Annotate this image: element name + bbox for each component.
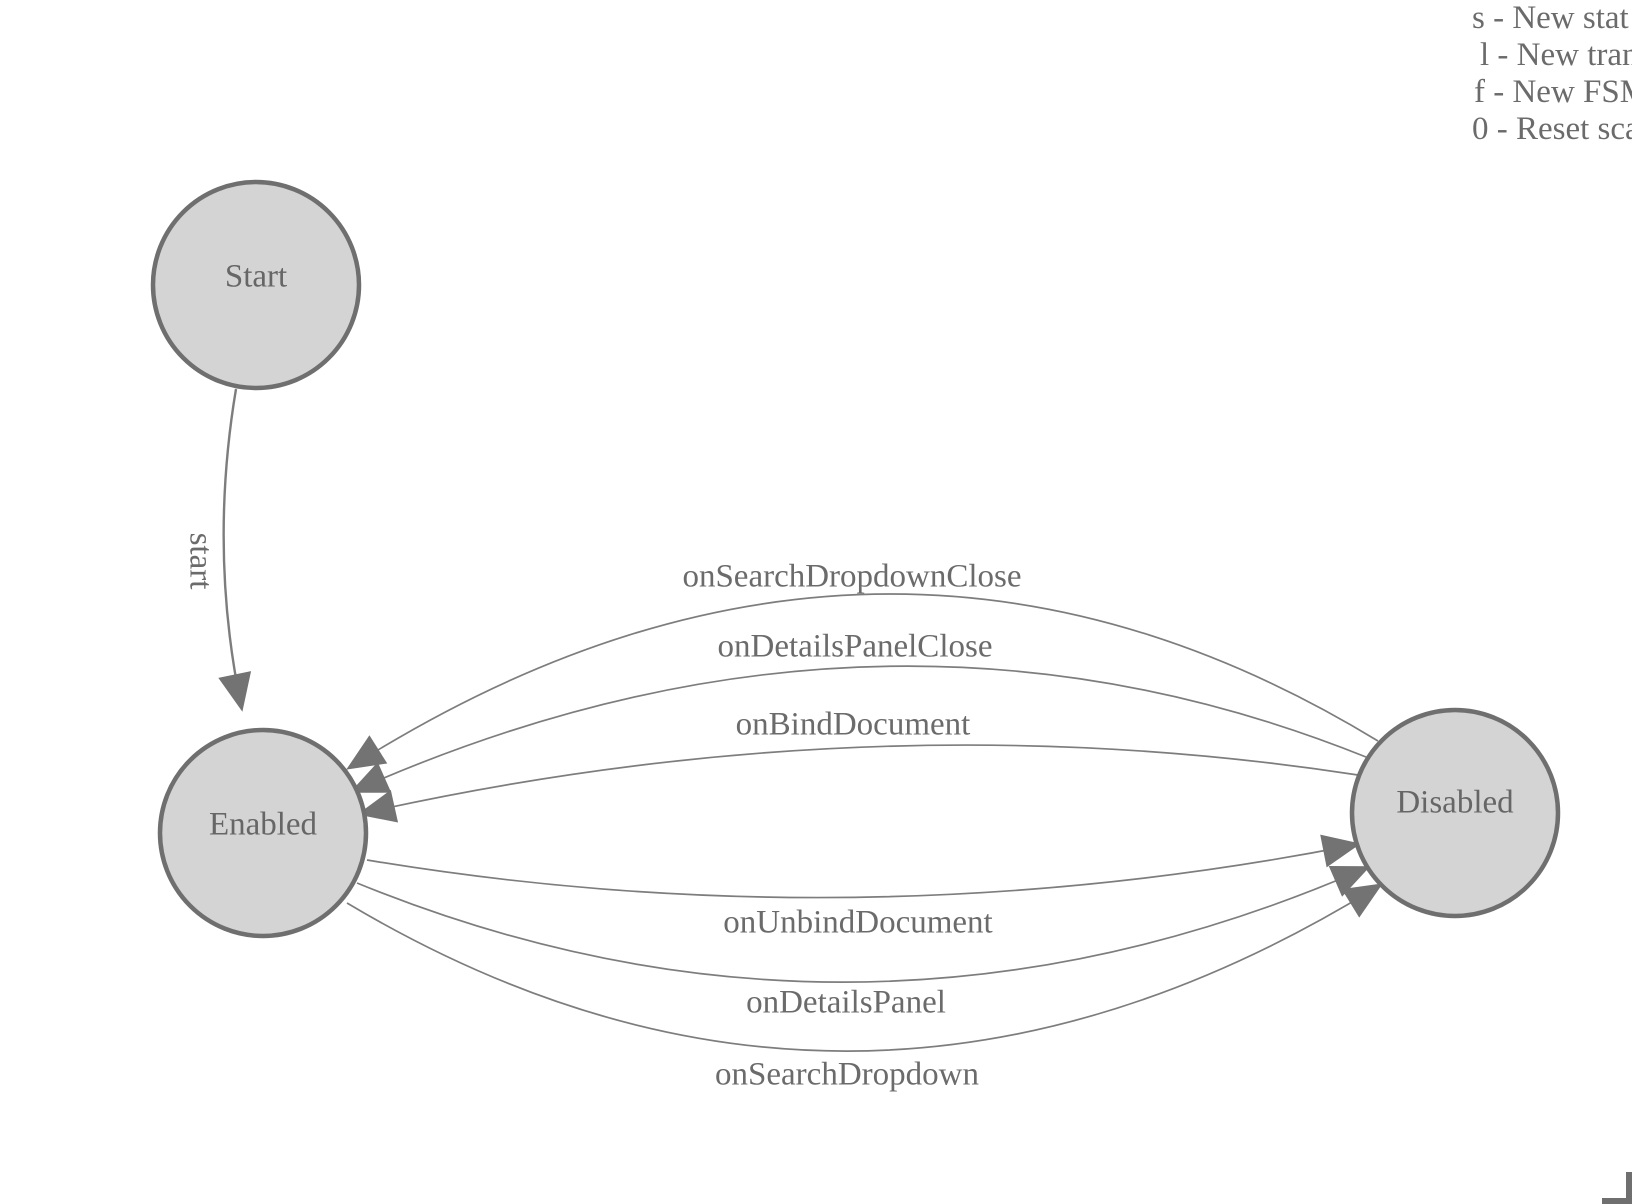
canvas-corner-bracket-vertical — [1626, 1172, 1632, 1204]
transition-edge-start[interactable] — [218, 388, 252, 712]
legend-line-new-fsm: f - New FSM — [1474, 74, 1632, 110]
state-node-disabled[interactable] — [1349, 707, 1561, 919]
transition-edge-ondetailspanel[interactable] — [356, 866, 1371, 983]
transition-edge-onunbinddocument[interactable] — [366, 834, 1361, 899]
state-node-enabled[interactable] — [157, 727, 369, 939]
canvas-corner-bracket-horizontal — [1602, 1198, 1632, 1204]
shortcuts-legend: s - New stat l - New tran f - New FSM 0 … — [0, 0, 1632, 160]
transition-edge-onsearchdropdown[interactable] — [346, 883, 1383, 1052]
transition-edge-onbinddocument[interactable] — [357, 744, 1359, 823]
state-node-start[interactable] — [150, 179, 362, 391]
legend-line-reset: 0 - Reset sca — [1472, 111, 1632, 147]
transition-edge-ondetailspanelclose[interactable] — [349, 665, 1367, 793]
legend-line-new-transition: l - New tran — [1480, 37, 1632, 73]
legend-line-new-state: s - New stat — [1472, 0, 1629, 36]
transition-edge-onsearchdropdownclose[interactable] — [346, 593, 1379, 770]
